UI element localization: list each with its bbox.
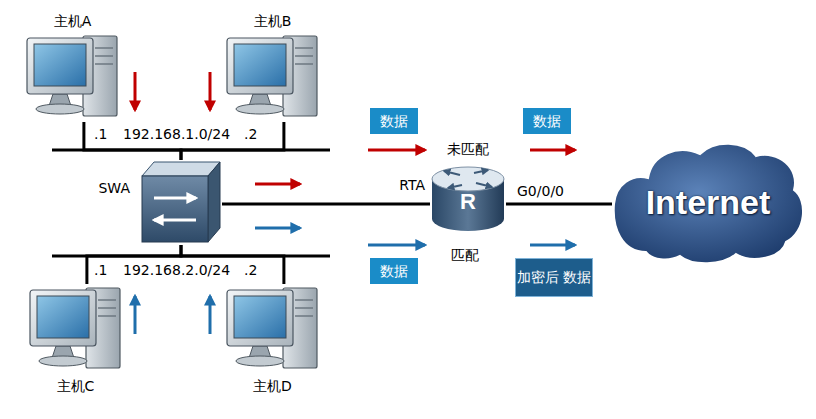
node-text: Internet — [646, 183, 771, 222]
host-computer: 主机B — [225, 32, 320, 122]
flow-arrow — [530, 244, 575, 247]
flow-arrow — [255, 227, 300, 230]
flow-arrow — [255, 183, 300, 186]
address-label: .2 — [244, 262, 257, 278]
host-computer-graphic — [225, 32, 320, 122]
node-text: 数据 — [380, 263, 408, 279]
router-symbol-letter: R — [430, 189, 506, 214]
address-label: .1 — [94, 126, 107, 142]
network-link — [222, 203, 430, 206]
flow-arrow — [134, 296, 137, 334]
host-computer: 主机A — [25, 32, 120, 122]
flow-arrow — [530, 149, 575, 152]
flow-arrow — [368, 149, 425, 152]
data-box: 数据 — [370, 258, 418, 284]
device-name: 主机D — [225, 378, 320, 394]
flow-arrow — [134, 72, 137, 110]
node-text: 数据 — [533, 113, 561, 129]
host-computer-graphic — [25, 32, 120, 122]
host-computer-graphic — [225, 284, 320, 374]
encrypted-data-box: 加密后 数据 — [515, 258, 593, 297]
node-text: 数据 — [380, 113, 408, 129]
device-name: SWA — [98, 180, 130, 196]
data-box: 数据 — [370, 108, 418, 134]
device-name: 主机B — [225, 13, 320, 29]
interface-label: G0/0/0 — [515, 183, 566, 199]
network-link — [506, 203, 612, 206]
match-label: 未匹配 — [447, 141, 489, 157]
switch-icon: SWA — [140, 160, 222, 245]
address-label: 192.168.2.0/24 — [123, 262, 230, 278]
host-computer: 主机D — [225, 284, 320, 374]
flow-arrow — [209, 296, 212, 334]
device-name: RTA — [399, 177, 425, 193]
address-label: 192.168.1.0/24 — [123, 126, 230, 142]
device-name: 主机A — [25, 13, 120, 29]
router-icon: RTAR — [430, 165, 506, 233]
address-label: .2 — [244, 126, 257, 142]
node-text: 加密后 数据 — [517, 269, 591, 285]
device-name: 主机C — [28, 378, 123, 394]
host-computer-graphic — [28, 284, 123, 374]
flow-arrow — [209, 72, 212, 110]
switch-icon-graphic — [140, 160, 222, 245]
data-box: 数据 — [523, 108, 571, 134]
address-label: .1 — [94, 262, 107, 278]
flow-arrow — [368, 244, 425, 247]
host-computer: 主机C — [28, 284, 123, 374]
internet-cloud: Internet — [612, 138, 804, 268]
match-label: 匹配 — [451, 247, 479, 263]
